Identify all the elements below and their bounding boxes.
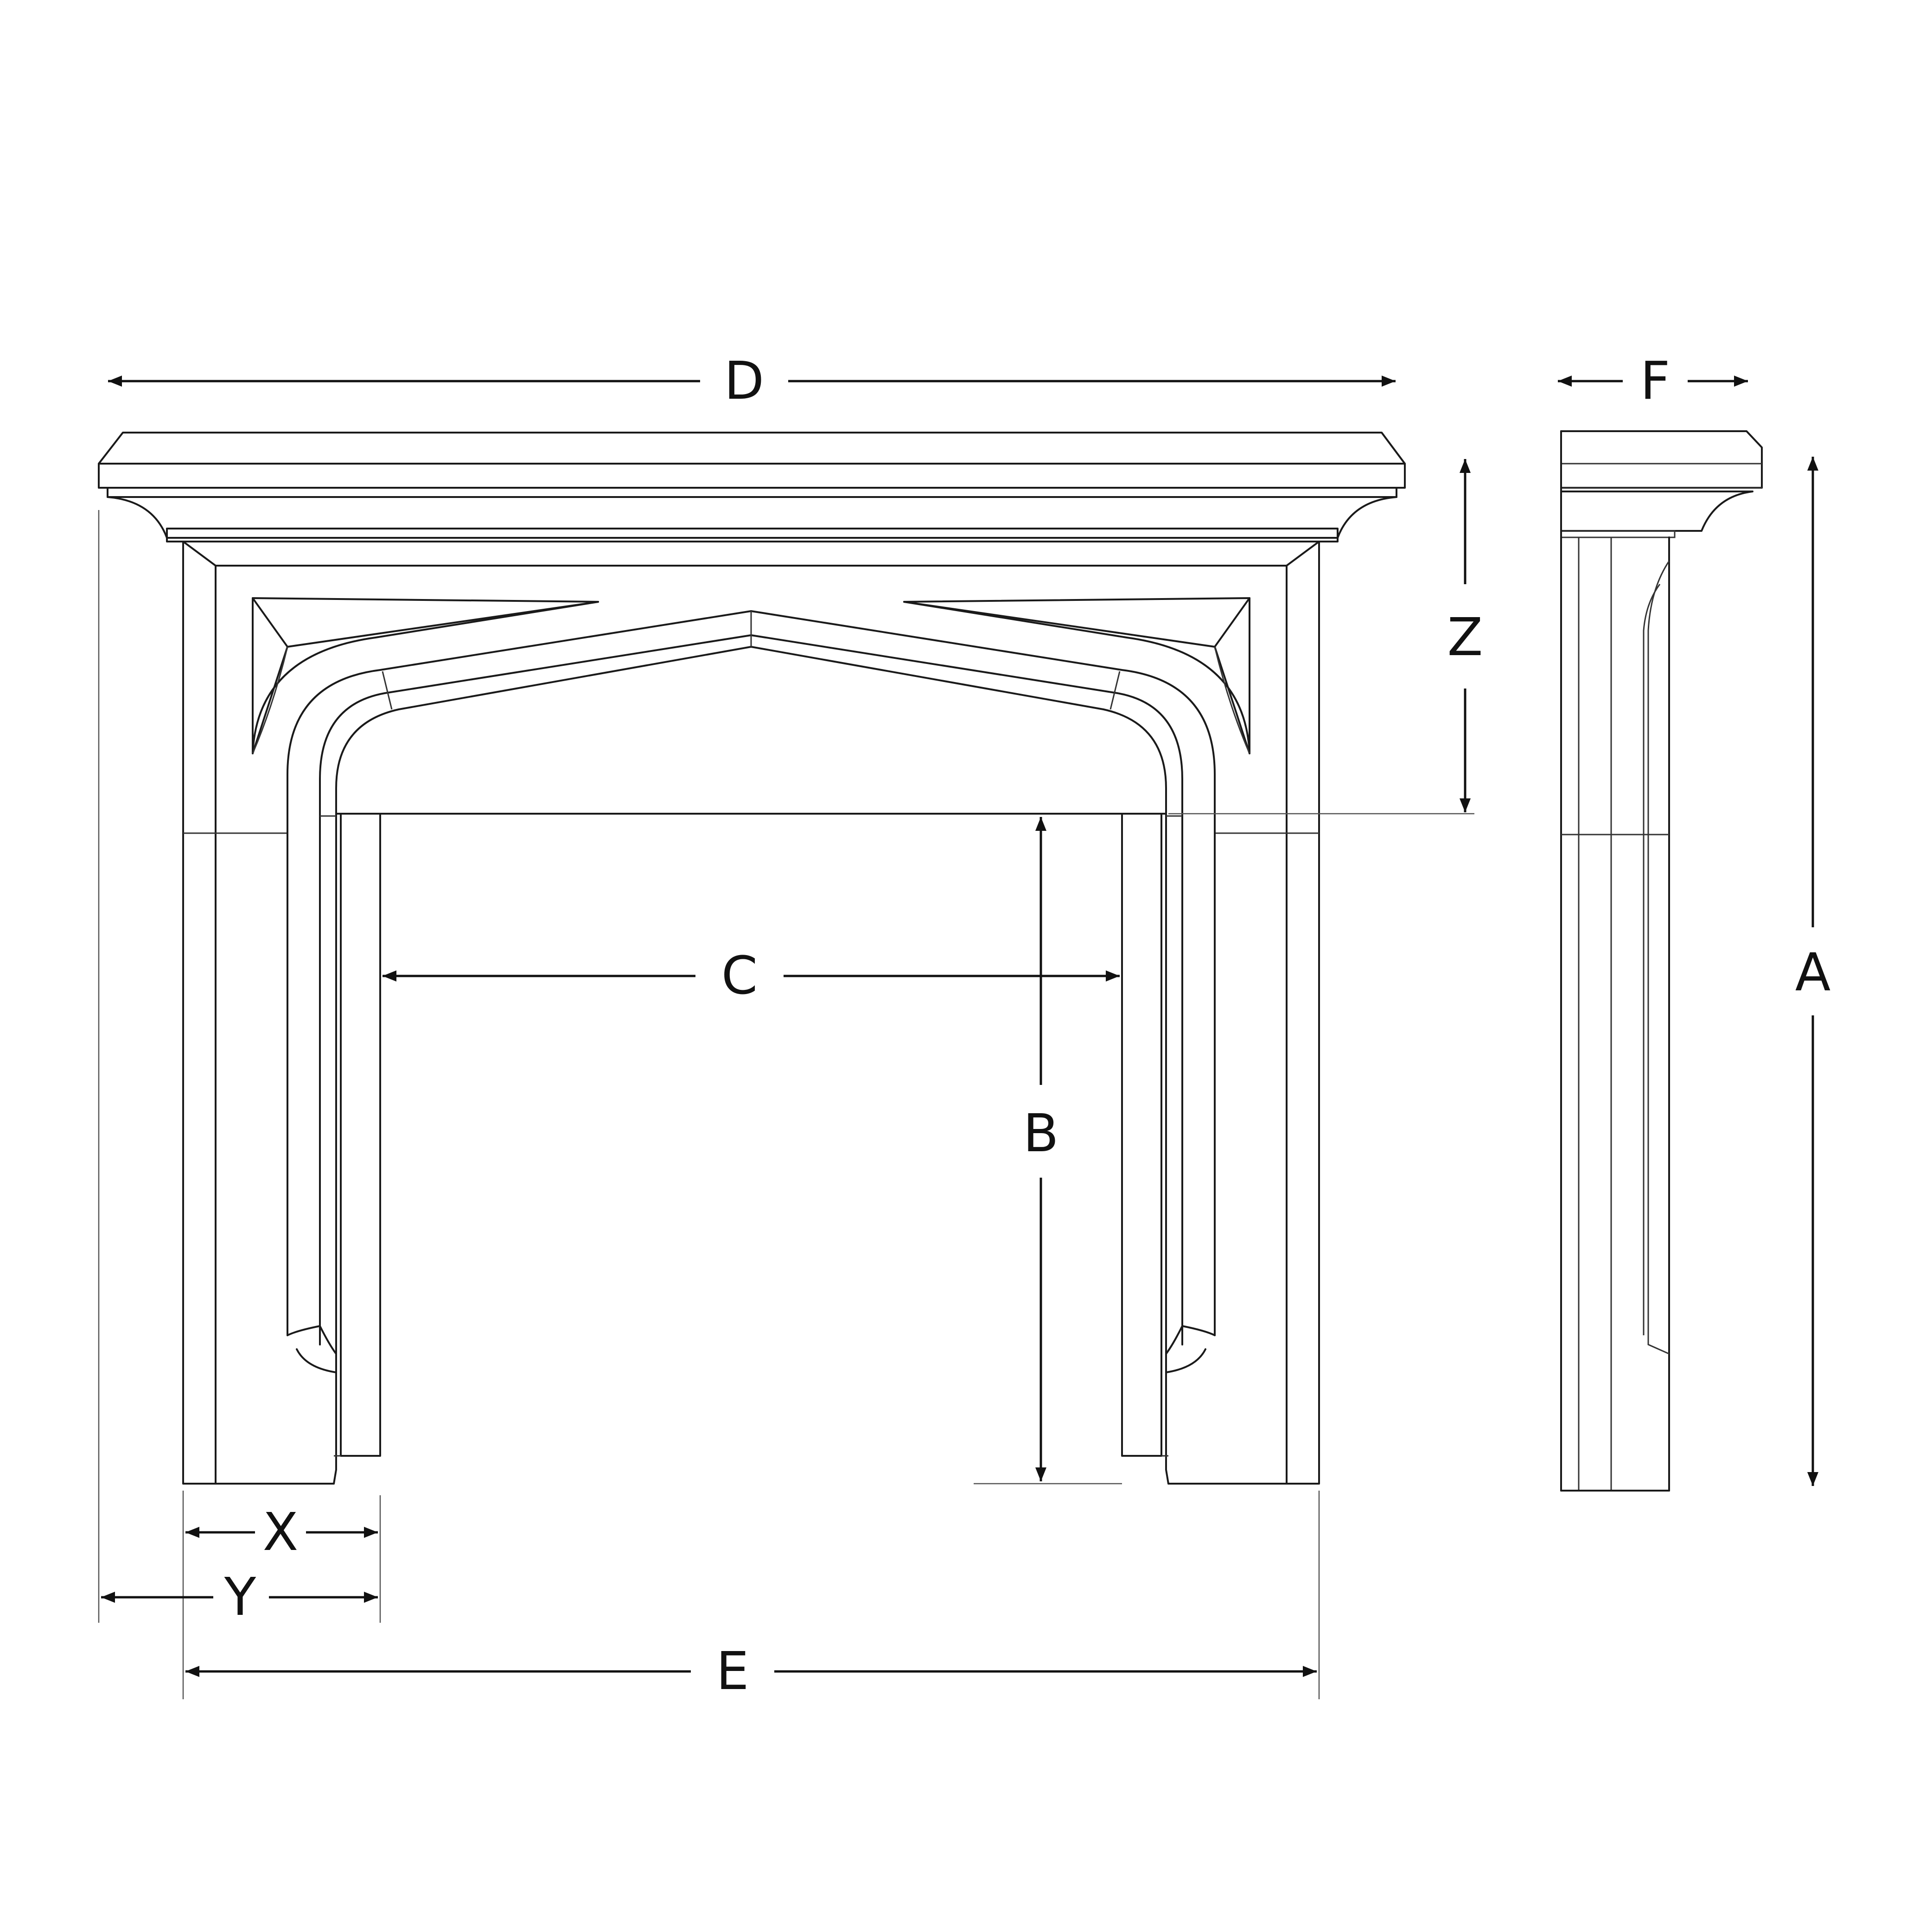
mantel-shelf	[98, 432, 1406, 542]
inner-cheeks	[334, 813, 1168, 1457]
label-z: Z	[1447, 607, 1483, 668]
spandrel-left	[252, 597, 599, 754]
dimension-labels: D F Z A C B X Y E	[224, 351, 1831, 1702]
label-c: C	[721, 946, 758, 1006]
label-e: E	[716, 1641, 749, 1702]
surround-frame	[182, 541, 1320, 1485]
label-d: D	[724, 351, 764, 411]
side-elevation	[1560, 430, 1763, 1492]
label-y: Y	[224, 1567, 256, 1627]
label-a: A	[1795, 943, 1831, 1003]
dimension-lines	[101, 376, 1818, 1677]
extension-lines	[98, 510, 1474, 1699]
front-elevation	[98, 432, 1406, 1485]
tudor-arch	[287, 610, 1216, 1373]
label-b: B	[1023, 1103, 1059, 1164]
label-f: F	[1640, 351, 1670, 411]
label-x: X	[263, 1502, 299, 1562]
spandrel-right	[903, 597, 1250, 754]
